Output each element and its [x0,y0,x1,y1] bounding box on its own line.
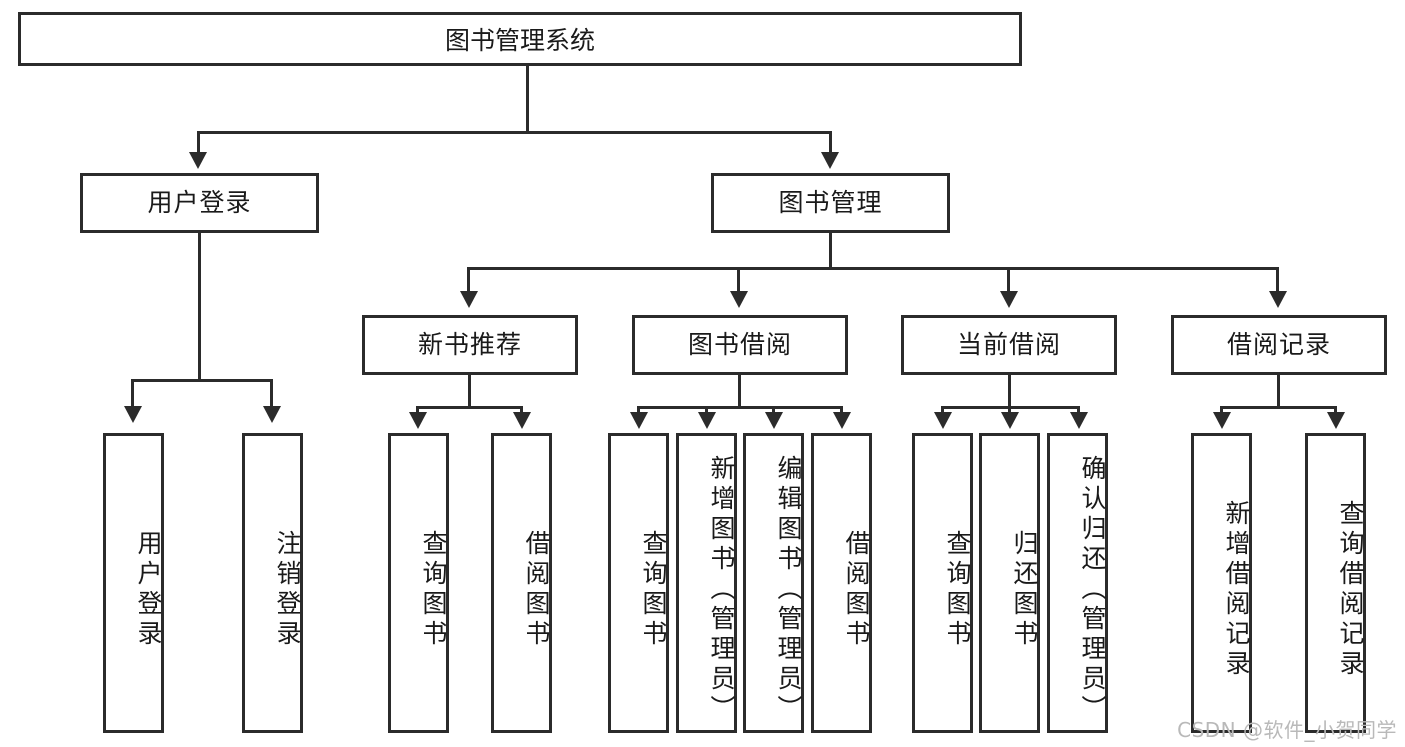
connector-bm-to-borrow-record [1276,267,1279,294]
connector-bm-to-new-book [467,267,470,294]
arrowhead-query-borrow-record [1327,412,1345,429]
connector-book-borrow-bus [637,406,843,409]
leaf-borrow-book-recommend[interactable]: 借阅图书 [491,433,552,733]
leaf-user-login[interactable]: 用户登录 [103,433,164,733]
leaf-label: 查询借阅记录 [1336,500,1365,680]
leaf-return-book[interactable]: 归还图书 [979,433,1040,733]
node-label: 借阅记录 [1226,330,1331,360]
arrowhead-new-book-recommend [460,291,478,308]
connector-bm-to-current-borrow [1007,267,1010,294]
leaf-label: 注销登录 [273,530,302,650]
arrowhead-query-book-2 [630,412,648,429]
leaf-label: 确认归还（管理员） [1078,455,1107,725]
connector-borrow-record-stem [1277,375,1280,408]
connector-book-borrow-stem [738,375,741,408]
node-book-management[interactable]: 图书管理 [711,173,950,233]
arrowhead-query-book-1 [409,412,427,429]
node-root-book-management-system[interactable]: 图书管理系统 [18,12,1022,66]
leaf-query-book-borrow[interactable]: 查询图书 [608,433,669,733]
leaf-borrow-book[interactable]: 借阅图书 [811,433,872,733]
leaf-label: 用户登录 [134,530,163,650]
connector-root-to-user-login [197,131,200,155]
csdn-watermark: CSDN @软件_小贺同学 [1177,718,1397,742]
arrowhead-book-borrow [730,291,748,308]
leaf-label: 编辑图书（管理员） [774,455,803,725]
leaf-query-book-recommend[interactable]: 查询图书 [388,433,449,733]
leaf-label: 新增图书（管理员） [707,455,736,725]
connector-user-login-to-leaf-1 [131,379,134,409]
arrowhead-borrow-book-2 [833,412,851,429]
arrowhead-current-borrow [1000,291,1018,308]
node-user-login[interactable]: 用户登录 [80,173,319,233]
connector-current-borrow-stem [1008,375,1011,408]
leaf-label: 查询图书 [943,530,972,650]
leaf-label: 查询图书 [639,530,668,650]
arrowhead-add-borrow-record [1213,412,1231,429]
leaf-label: 归还图书 [1010,530,1039,650]
leaf-edit-book-admin[interactable]: 编辑图书（管理员） [743,433,804,733]
leaf-label: 借阅图书 [522,530,551,650]
node-borrow-record[interactable]: 借阅记录 [1171,315,1387,375]
node-label: 新书推荐 [417,330,522,360]
arrowhead-leaf-logout [263,406,281,423]
arrowhead-return-book [1001,412,1019,429]
node-new-book-recommend[interactable]: 新书推荐 [362,315,578,375]
leaf-add-borrow-record[interactable]: 新增借阅记录 [1191,433,1252,733]
leaf-label: 新增借阅记录 [1222,500,1251,680]
node-book-borrow[interactable]: 图书借阅 [632,315,848,375]
connector-user-login-stem [198,233,201,381]
leaf-add-book-admin[interactable]: 新增图书（管理员） [676,433,737,733]
leaf-query-borrow-record[interactable]: 查询借阅记录 [1305,433,1366,733]
node-label: 图书管理 [778,188,883,218]
node-label: 用户登录 [147,188,252,218]
arrowhead-add-book [698,412,716,429]
arrowhead-confirm-return [1070,412,1088,429]
connector-root-to-book-management [829,131,832,155]
connector-new-book-bus [416,406,523,409]
leaf-confirm-return-admin[interactable]: 确认归还（管理员） [1047,433,1108,733]
arrowhead-book-management [821,152,839,169]
connector-new-book-stem [468,375,471,408]
connector-bm-to-book-borrow [737,267,740,294]
arrowhead-edit-book [765,412,783,429]
node-label: 图书借阅 [687,330,792,360]
leaf-logout[interactable]: 注销登录 [242,433,303,733]
arrowhead-borrow-book-1 [513,412,531,429]
node-label: 图书管理系统 [444,26,595,55]
connector-user-login-to-leaf-2 [270,379,273,409]
leaf-label: 查询图书 [419,530,448,650]
arrowhead-borrow-record [1269,291,1287,308]
leaf-query-book-current[interactable]: 查询图书 [912,433,973,733]
arrowhead-user-login [189,152,207,169]
node-label: 当前借阅 [956,330,1061,360]
connector-borrow-record-bus [1220,406,1337,409]
connector-root-bus [197,131,832,134]
connector-root-stem [526,66,529,132]
connector-book-management-stem [829,233,832,269]
arrowhead-query-book-3 [934,412,952,429]
connector-book-management-bus [467,267,1279,270]
arrowhead-leaf-user-login [124,406,142,423]
connector-user-login-bus [131,379,270,382]
leaf-label: 借阅图书 [842,530,871,650]
node-current-borrow[interactable]: 当前借阅 [901,315,1117,375]
